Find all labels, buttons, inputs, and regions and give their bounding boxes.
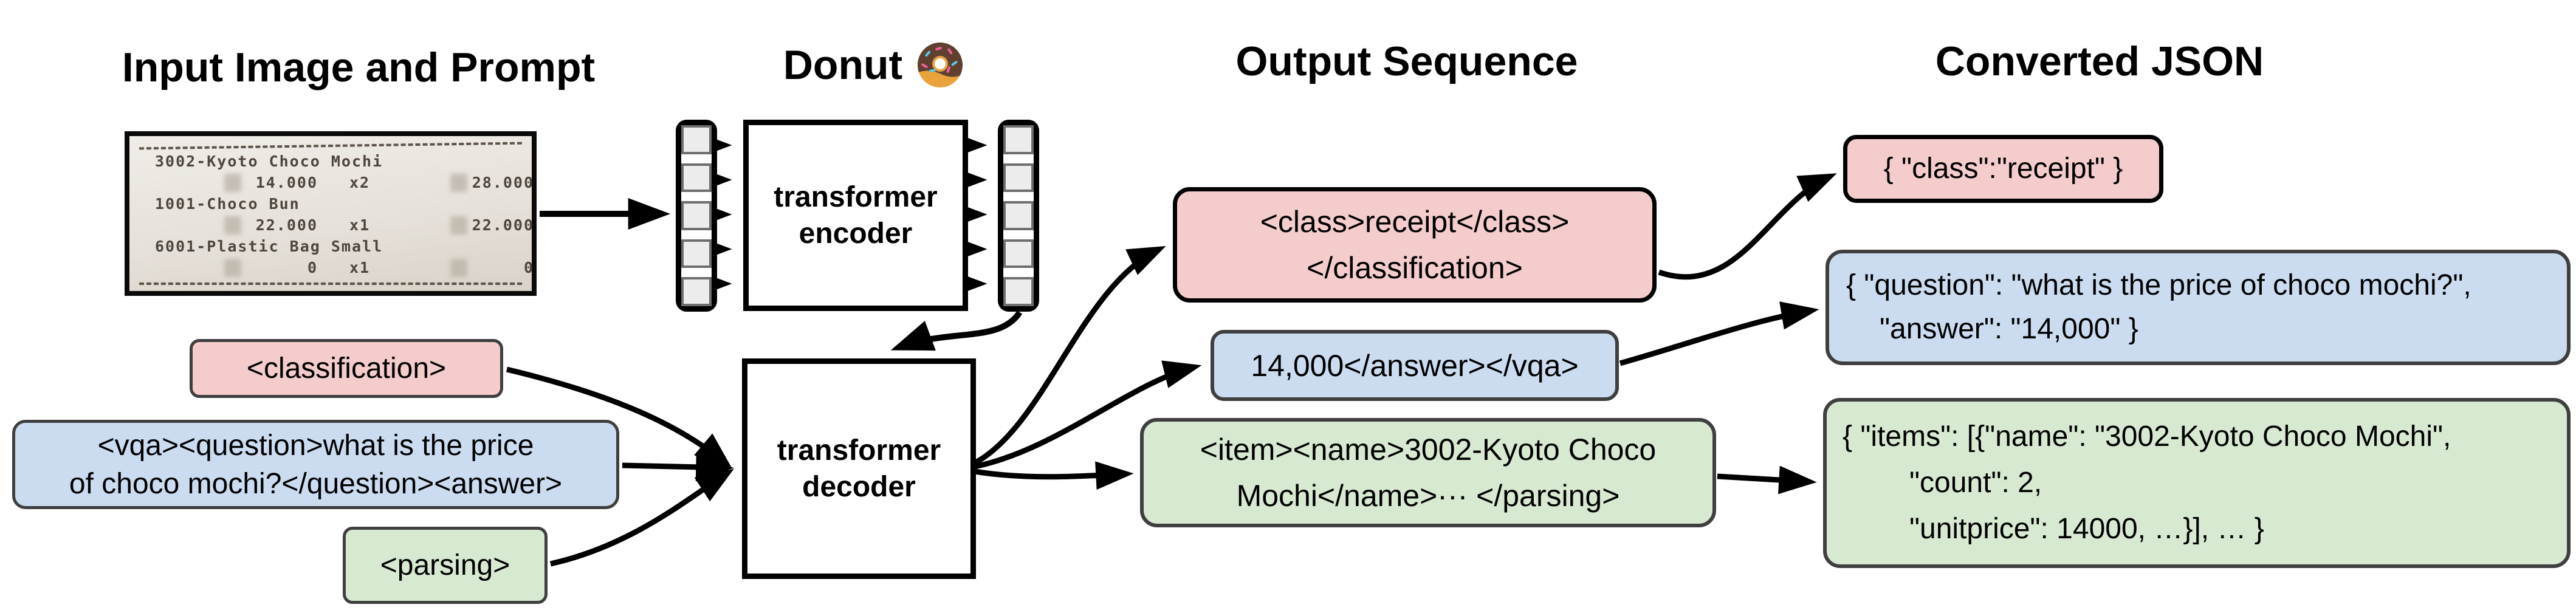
receipt-divider [139,142,522,150]
arrow-tokens-to-decoder [890,310,1023,351]
json-parsing-line1: { "items": [{"name": "3002-Kyoto Choco M… [1843,420,2451,453]
arrow-parsing-to-json [1717,465,1817,495]
transformer-decoder-box: transformer decoder [742,358,976,579]
receipt-total: 0 [523,259,534,277]
receipt-qty: x2 [349,174,371,192]
json-classification-label: { "class":"receipt" } [1883,152,2123,185]
json-parsing-line2: "count": 2, [1909,467,2042,499]
output-classification-line2: </classification> [1307,251,1523,285]
receipt-item-row: 0 x1 0 [133,258,533,277]
receipt-total: 22.000 [472,216,534,235]
arrows-prompts-to-decoder [506,366,734,567]
receipt-item-row: 14.000 x2 28.000 [133,173,533,192]
redaction-box [224,173,241,192]
receipt-price: 14.000 [255,174,318,192]
json-vqa-line2: "answer": "14,000" } [1880,313,2138,345]
arrow-class-to-json [1658,173,1837,280]
receipt-total: 28.000 [472,174,534,192]
redaction-box [450,258,467,277]
token-square [1003,201,1034,230]
token-square [1003,163,1034,193]
token-square [1003,125,1034,154]
header-input: Input Image and Prompt [122,44,596,91]
arrows-encoder-to-tokens [966,137,987,292]
decoder-label-line1: transformer [777,434,941,467]
encoder-label-line1: transformer [774,180,938,213]
receipt-divider [139,282,522,285]
prompt-parsing-box: <parsing> [343,527,548,604]
output-vqa-box: 14,000</answer></vqa> [1211,330,1619,401]
receipt-price: 0 [307,259,318,277]
output-parsing-line2: Mochi</name>··· </parsing> [1236,479,1620,513]
receipt-item-name: 3002-Kyoto Choco Mochi [155,152,383,171]
token-square [1003,239,1034,269]
token-square [681,125,712,154]
token-square [681,277,712,306]
arrows-decoder-to-outputs [973,246,1202,490]
token-square [681,163,712,193]
prompt-classification-label: <classification> [246,352,447,385]
json-parsing-box: { "items": [{"name": "3002-Kyoto Choco M… [1823,398,2571,568]
output-classification-line1: <class>receipt</class> [1260,205,1570,239]
json-parsing-line3: "unitprice": 14000, …}], … } [1909,513,2264,545]
prompt-vqa-line2: of choco mochi?</question><answer> [69,467,563,500]
token-square [681,201,712,230]
receipt-item-row: 22.000 x1 22.000 [133,216,533,235]
redaction-box [450,173,467,192]
output-vqa-label: 14,000</answer></vqa> [1251,348,1579,383]
prompt-vqa-line1: <vqa><question>what is the price [97,429,534,462]
encoder-input-tokens [676,120,717,312]
json-vqa-box: { "question": "what is the price of choc… [1826,250,2571,365]
header-json: Converted JSON [1935,38,2264,84]
redaction-box [450,216,467,235]
arrow-vqa-to-json [1619,301,1819,366]
header-model-label: Donut [783,42,903,88]
receipt-item-name: 1001-Choco Bun [155,195,300,213]
transformer-encoder-box: transformer encoder [743,120,968,311]
token-square [1003,277,1034,306]
arrows-tokens-to-encoder [710,137,732,292]
prompt-parsing-label: <parsing> [380,549,510,581]
donut-sprinkles [921,47,958,73]
output-parsing-box: <item><name>3002-Kyoto Choco Mochi</name… [1140,418,1716,527]
receipt-qty: x1 [349,259,371,277]
json-classification-box: { "class":"receipt" } [1843,135,2163,203]
token-square [681,239,712,269]
receipt-qty: x1 [349,216,371,235]
encoder-label-line2: encoder [799,217,913,250]
decoder-label-line2: decoder [802,470,916,503]
header-model: Donut [729,32,1021,98]
prompt-classification-box: <classification> [190,339,503,398]
prompt-vqa-box: <vqa><question>what is the price of choc… [12,420,619,509]
output-classification-box: <class>receipt</class> </classification> [1173,187,1657,303]
receipt-price: 22.000 [255,216,318,235]
redaction-box [224,216,241,235]
output-parsing-line1: <item><name>3002-Kyoto Choco [1200,433,1657,467]
json-vqa-line1: { "question": "what is the price of choc… [1846,269,2471,301]
donut-icon [918,43,963,87]
header-output: Output Sequence [1235,38,1578,84]
encoder-output-tokens [998,120,1039,312]
receipt-image: 3002-Kyoto Choco Mochi 14.000 x2 28.000 … [125,131,537,296]
redaction-box [224,258,241,277]
receipt-item-name: 6001-Plastic Bag Small [155,238,383,256]
